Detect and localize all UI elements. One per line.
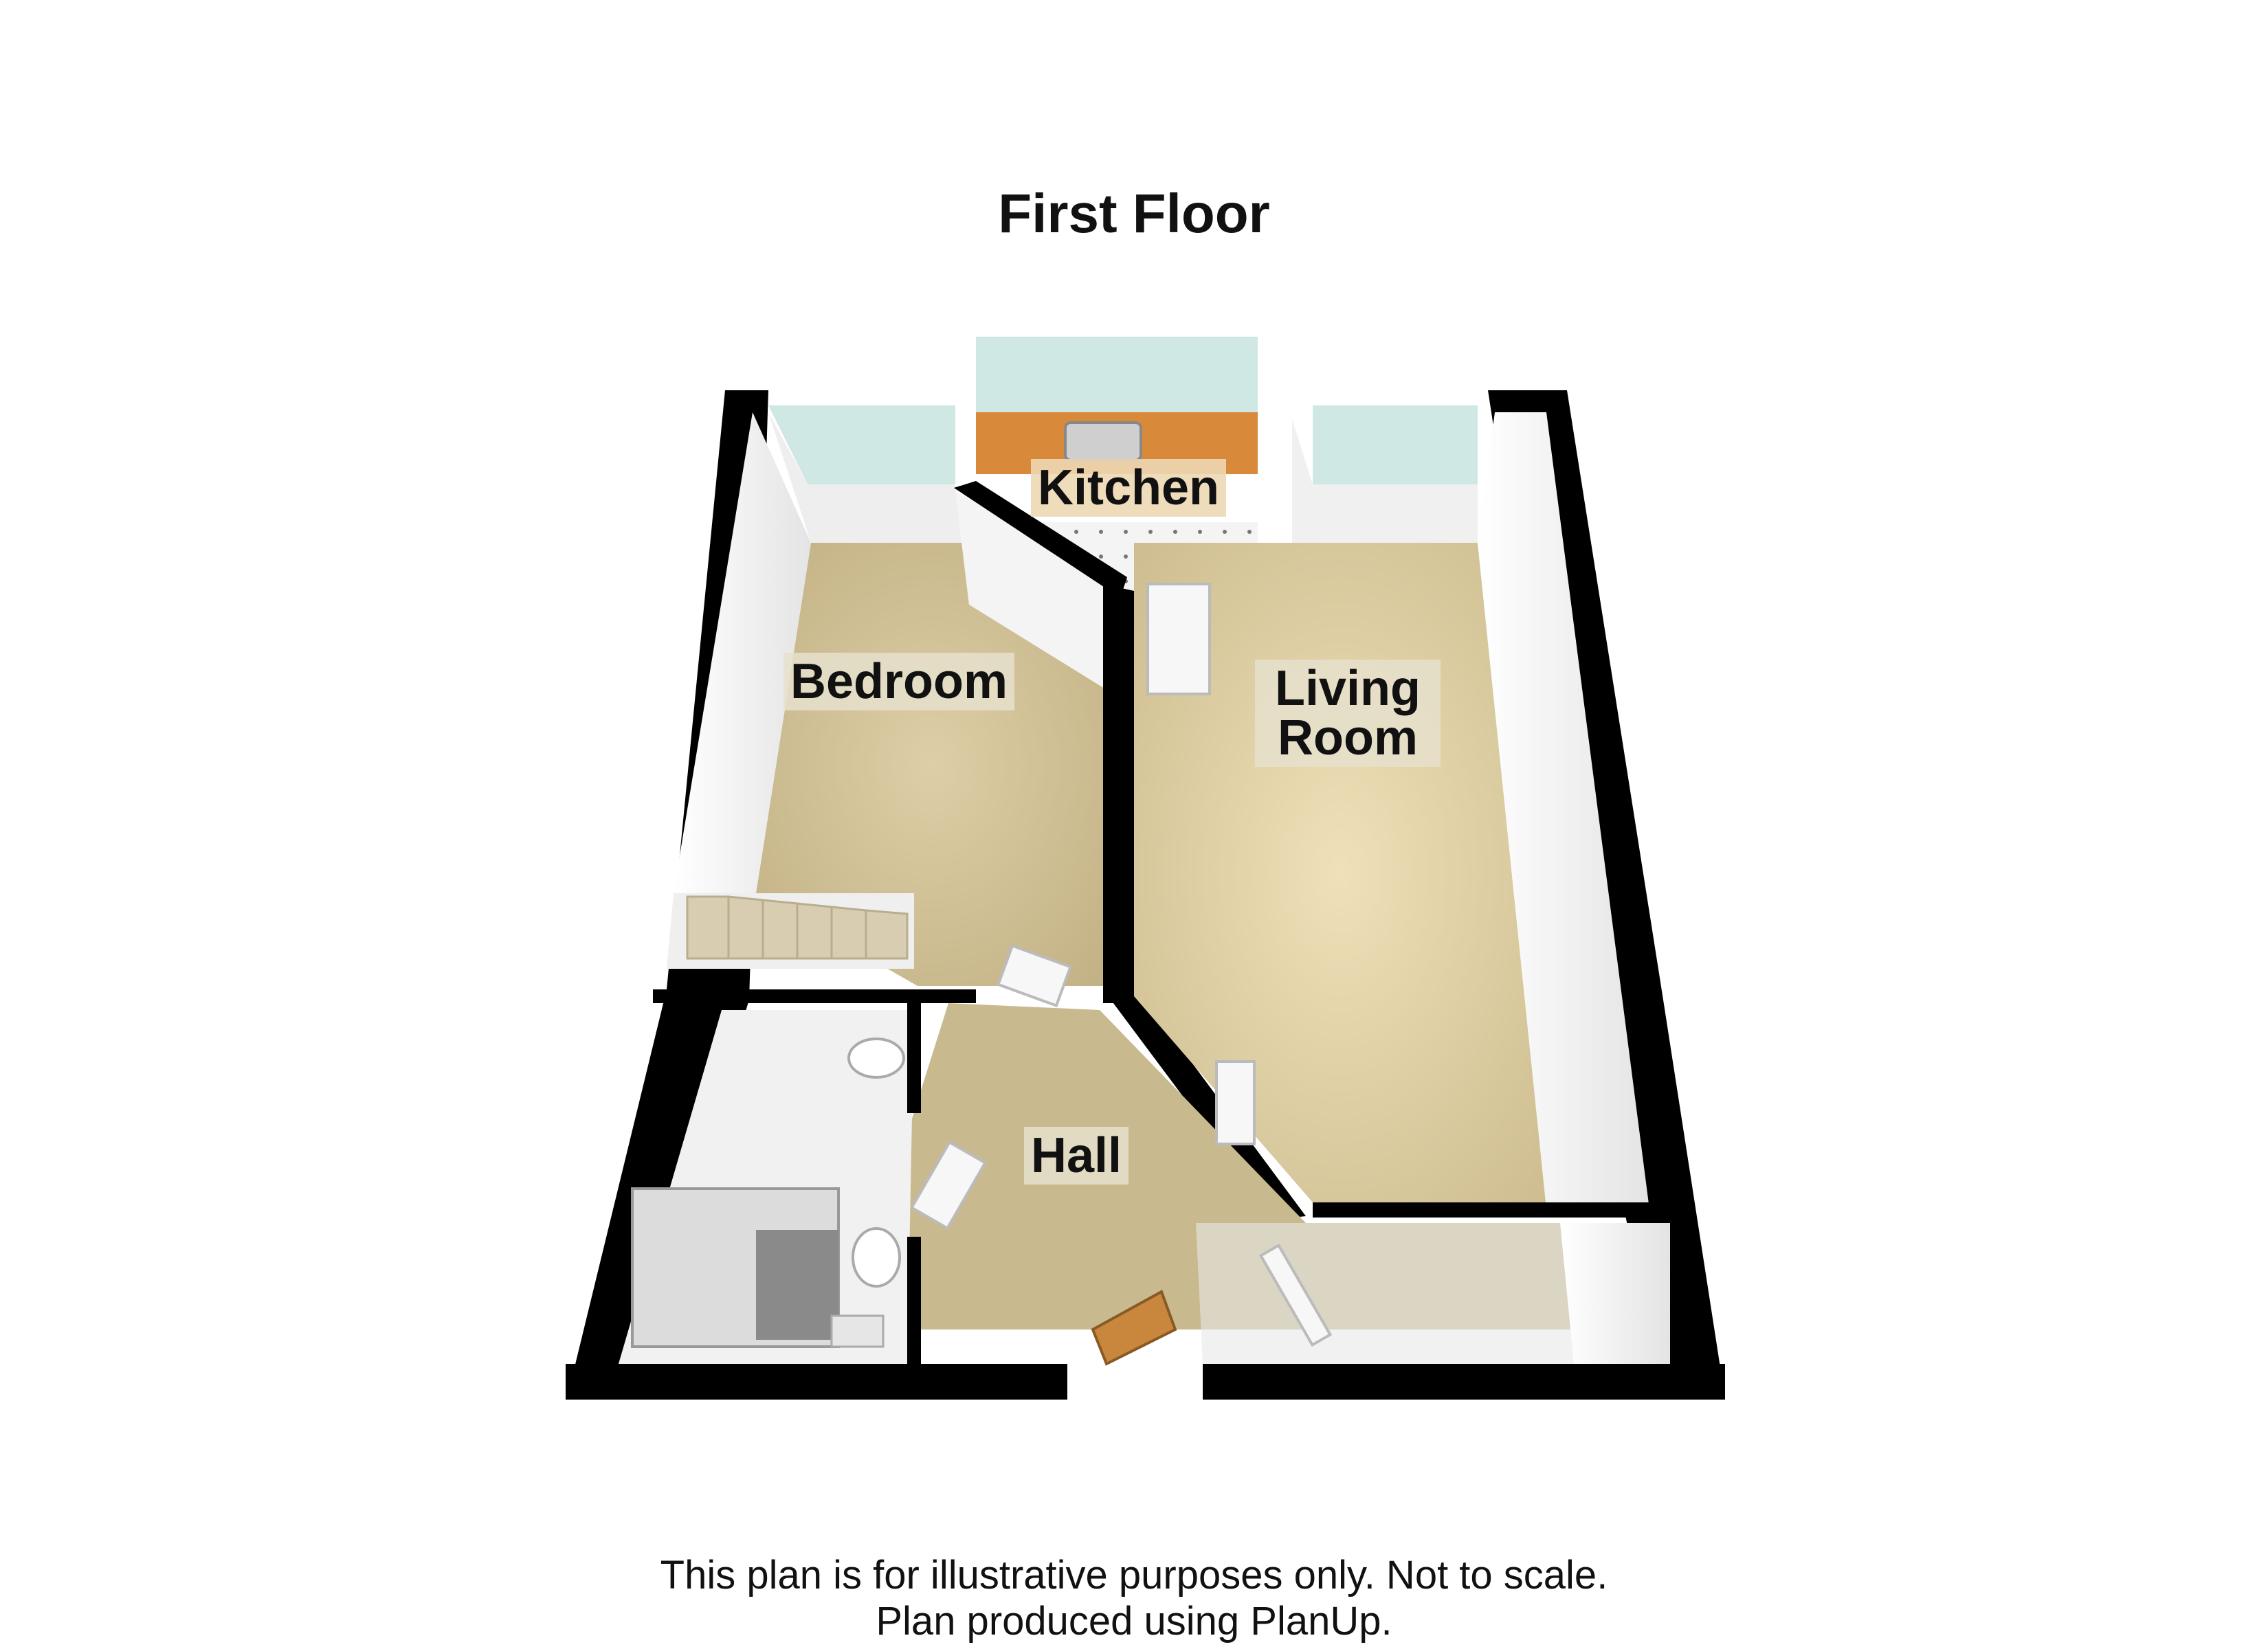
hall-right-stub-wall <box>1560 1223 1670 1364</box>
stairs-divider-wall <box>653 989 976 1003</box>
room-label-bedroom: Bedroom <box>783 653 1015 710</box>
living-room-top-wall <box>1292 419 1478 543</box>
living-room-right-wall <box>1478 412 1649 1209</box>
living-room-line2: Room <box>1278 710 1418 765</box>
bathroom-wall <box>907 989 921 1113</box>
cupboard-door <box>1258 1243 1333 1347</box>
kitchen-wall-black <box>954 481 1127 598</box>
room-label-living-room: Living Room <box>1255 660 1441 767</box>
bottom-wall-right <box>1203 1364 1725 1400</box>
disclaimer-line-1: This plan is for illustrative purposes o… <box>660 1553 1608 1597</box>
central-wall <box>1103 584 1134 1003</box>
kitchen-back-wall <box>976 337 1258 412</box>
bathroom-door <box>909 1140 988 1231</box>
bedroom-left-wall <box>674 412 811 893</box>
plan-disclaimer: This plan is for illustrative purposes o… <box>0 1553 2268 1644</box>
kitchen-sink <box>1064 421 1142 462</box>
plan-title: First Floor <box>998 183 1270 244</box>
living-room-window <box>1313 405 1478 484</box>
central-wall-diagonal <box>1103 989 1306 1220</box>
toilet <box>852 1227 901 1288</box>
living-room-line1: Living <box>1275 661 1421 716</box>
living-room-bottom-wall <box>1313 1202 1670 1218</box>
disclaimer-line-2: Plan produced using PlanUp. <box>876 1598 1392 1644</box>
stairs-treads <box>686 895 909 960</box>
basin <box>847 1037 905 1079</box>
room-label-kitchen: Kitchen <box>1031 459 1227 517</box>
bedroom-door <box>996 943 1073 1008</box>
kitchen-door <box>1146 583 1211 695</box>
kitchen-diagonal-wall <box>955 491 1120 694</box>
bathroom-right-wall <box>907 1237 921 1367</box>
bottom-wall-left <box>566 1364 1067 1400</box>
toilet-cistern <box>830 1314 885 1348</box>
room-label-hall: Hall <box>1024 1127 1129 1185</box>
living-room-door <box>1215 1060 1256 1145</box>
entrance-door <box>1091 1290 1177 1366</box>
living-room-floor <box>1134 543 1546 1202</box>
bedroom-window <box>768 405 955 484</box>
bath-panel <box>756 1230 838 1340</box>
bedroom-top-wall <box>768 412 962 543</box>
